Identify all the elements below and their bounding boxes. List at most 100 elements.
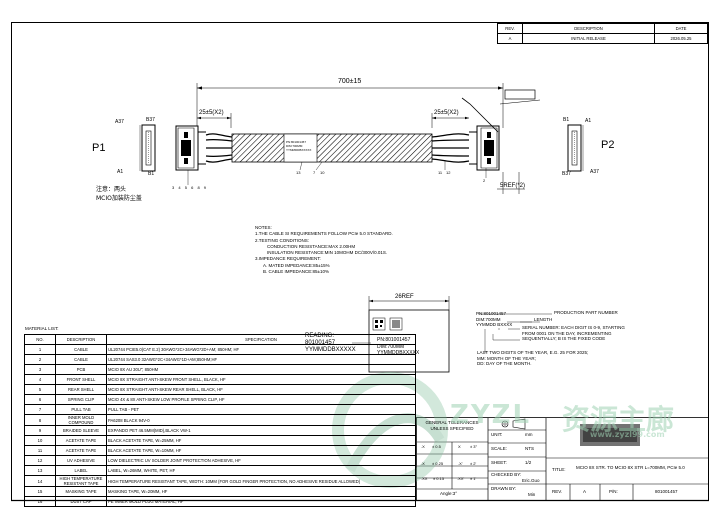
legend-serial-3: SEQUENTIALLY; B IS THE FIXED CODE (522, 336, 606, 341)
pin-b1-left: B1 (148, 171, 155, 177)
material-description-cell: DUST CAP (55, 496, 107, 507)
tol-r2-a: .X (421, 461, 425, 466)
tol-r3-d: ± 1' (470, 476, 477, 481)
material-description-cell: ACETATE TAPE (55, 445, 107, 456)
material-no-cell: 11 (24, 445, 56, 456)
balloon-13: 13 (296, 170, 301, 175)
legend-pn-desc: PRODUCTION PART NUMBER (554, 310, 618, 315)
projection-symbol (501, 420, 509, 428)
material-no-cell: 8 (24, 414, 56, 426)
material-description-cell: ACETATE TAPE (55, 435, 107, 446)
cable-label (283, 133, 318, 163)
ref-dim-label: 5REF(*2) (500, 183, 526, 189)
pin-a37-right: A37 (590, 169, 599, 175)
tol-r3-b: ± 0.15 (433, 476, 445, 481)
material-no-cell: 3 (24, 364, 56, 375)
material-description-cell: PCB (55, 364, 107, 375)
tol-r1-c: X (458, 444, 461, 449)
cable-label-dim: DIM:700MM (286, 144, 303, 148)
overall-length-label: 700±15 (338, 78, 362, 85)
watermark-url: www.zyzl99.com (590, 430, 665, 439)
material-no-cell: 13 (24, 465, 56, 476)
material-no-cell: 9 (24, 425, 56, 436)
notes-block: NOTES: 1.THE CABLE SI REQUIREMENTS FOLLO… (255, 225, 393, 275)
material-specification-cell: EXPANDO PET 46.5MM(MID),BLACK VW-1 (106, 425, 416, 436)
scale-label: SCALE: (491, 446, 508, 451)
pin-a1-right: A1 (585, 118, 592, 124)
connector-p2 (567, 124, 582, 172)
tol-r2-c: .X' (458, 461, 463, 466)
material-no-cell: 10 (24, 435, 56, 446)
legend-date-2: MM: MONTH OF THE YEAR; (477, 355, 536, 361)
balloon-11: 11 (438, 170, 443, 175)
balloon-10: 10 (320, 170, 325, 175)
legend-serial: SERIAL NUMBER: EACH DIGIT IS 0-9, STARTI… (522, 325, 625, 342)
watermark-chinese: 资源主廊 (562, 403, 675, 436)
balloon-8: 8 (197, 185, 202, 190)
material-no-cell: 5 (24, 384, 56, 395)
material-description-cell: CABLE (55, 354, 107, 365)
material-specification-cell: UL20744 SAS3.0 32AWG*2C+34AWG*1D+AM;850H… (106, 354, 416, 365)
p1-label: P1 (92, 142, 106, 154)
sheet-value: 1/2 (525, 460, 532, 465)
tol-r1-d: ± 3° (470, 444, 478, 449)
material-specification-cell: PULL TAB - PET (106, 404, 416, 415)
balloon-9: 9 (203, 185, 208, 190)
material-specification-cell: MCIO 8X STRAIGHT ANTI-SKEW FRONT SHELL, … (106, 374, 416, 385)
material-description-cell: INNER MOLD COMPOUND (55, 414, 107, 426)
watermark-latin: ZYZL (450, 400, 532, 430)
connector-p1 (141, 124, 156, 172)
material-specification-cell: MCIO 4X & 8X ANTI-SKEW LOW PROFILE SPRIN… (106, 394, 416, 405)
scale-value: NTS (525, 446, 534, 451)
material-description-cell: LABEL (55, 465, 107, 476)
material-description-cell: PULL TAB (55, 404, 107, 415)
material-description-cell: UV ADHESIVE (55, 455, 107, 466)
material-description-cell: FRONT SHELL (55, 374, 107, 385)
drawn-label: DRAWN BY: (491, 486, 517, 491)
legend-serial-2: FROM 0001 ON THE DAY, INCREMENTING (522, 330, 612, 336)
legend-pn: PN:801001457 (476, 311, 507, 316)
legend-dim: DIM:700MM (476, 316, 501, 322)
rev-label: REV. (552, 489, 563, 494)
legend-left: PN:801001457 DIM:700MM YYMMDD BXXXX (476, 311, 512, 328)
material-specification-cell: LABEL, W=26MM, WHITE, PET, HF (106, 465, 416, 476)
material-no-cell: 4 (24, 374, 56, 385)
rev-cell: A (497, 33, 523, 44)
tol-r3-a: .XX (421, 476, 428, 481)
description-cell: INITIAL RELEASE (522, 33, 655, 44)
material-description-cell: HIGH TEMPERATURE RESISTANT TAPE (55, 475, 107, 487)
cable-label-pn: PN:801001457 (286, 140, 307, 144)
legend-dim-desc: LENGTH (534, 317, 553, 322)
date-cell: 2026.05.25 (654, 33, 708, 44)
material-description-cell: SPRING CLIP (55, 394, 107, 405)
material-no-cell: 15 (24, 486, 56, 497)
chinese-note-1: 注意：两头 (96, 186, 127, 193)
balloon-3: 3 (172, 185, 176, 190)
note-line-7: B. CABLE IMPEDANCE:85±10% (263, 269, 329, 275)
chinese-note-2: MCIO加装防尘盖 (96, 195, 142, 202)
notes-title: NOTES: (255, 225, 272, 230)
legend-code: YYMMDD BXXXX (476, 322, 513, 327)
material-list-title: MATERIAL LIST: (25, 326, 59, 331)
title-block-frame (416, 417, 709, 501)
note-line-5: 3.IMPEDANCE REQUIREMENT: (255, 256, 321, 262)
tol-r2-d: ± 2' (470, 461, 477, 466)
material-specification-cell: MCIO 8X STRAIGHT ANTI-SKEW REAR SHELL, B… (106, 384, 416, 395)
rev-header: REV. (497, 23, 523, 34)
plug-right (469, 125, 500, 171)
